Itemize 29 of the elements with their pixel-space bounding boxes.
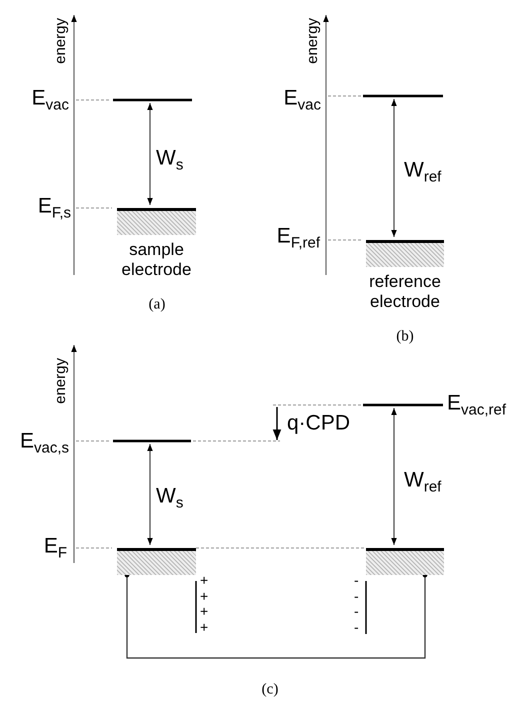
potential-difference-label: q·CPD bbox=[287, 412, 350, 434]
axis-label: energy bbox=[53, 18, 68, 64]
work-function-label: W$_{ref}$ bbox=[404, 470, 442, 494]
axis-label: energy bbox=[305, 18, 320, 64]
energy-level-label: E$_{F,s}$ bbox=[38, 196, 71, 220]
panel-caption: (a) bbox=[148, 298, 166, 312]
charge-sign: - bbox=[354, 620, 359, 634]
charge-sign: + bbox=[200, 573, 208, 587]
connecting-wire bbox=[124, 572, 428, 659]
charge-sign: - bbox=[354, 573, 359, 587]
charge-sign: + bbox=[200, 589, 208, 603]
work-function-label: W$_{ref}$ bbox=[404, 160, 442, 184]
electrode-label: sample electrode bbox=[120, 240, 192, 280]
charge-sign: - bbox=[354, 604, 359, 618]
energy-level-label: E$_{vac}$ bbox=[284, 88, 321, 112]
work-function-label: W$_{s}$ bbox=[156, 486, 184, 510]
axis-label: energy bbox=[53, 358, 68, 404]
charge-sign: - bbox=[354, 589, 359, 603]
energy-level-label: E$_{F,ref}$ bbox=[276, 226, 320, 250]
panel-caption: (c) bbox=[262, 682, 278, 698]
energy-level-label: E$_{vac,s}$ bbox=[20, 430, 69, 456]
energy-level-label: E$_{vac}$ bbox=[32, 88, 69, 112]
charge-sign: + bbox=[200, 620, 208, 634]
panel-caption: (b) bbox=[396, 330, 414, 344]
electrode-label: reference electrode bbox=[368, 272, 442, 312]
work-function-label: W$_{s}$ bbox=[156, 148, 184, 172]
charge-sign: + bbox=[200, 604, 208, 618]
energy-level-label: E$_{vac,ref}$ bbox=[447, 392, 506, 418]
energy-level-label: E$_{F}$ bbox=[44, 536, 67, 560]
